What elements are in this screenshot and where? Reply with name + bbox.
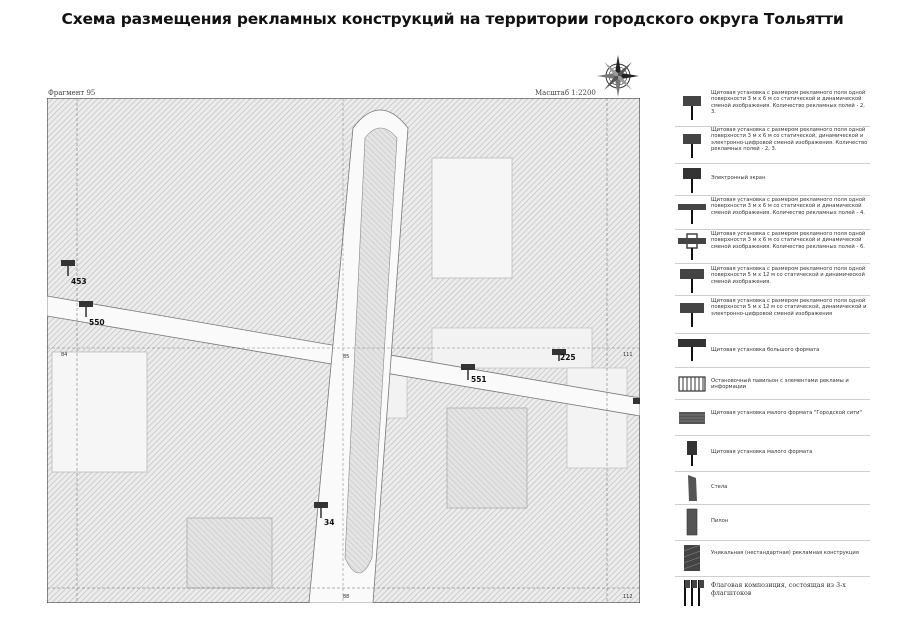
unique-construction-icon [683,544,701,571]
large-format-shield-icon [678,339,706,361]
building-block [431,157,513,279]
legend-text: Пилон [711,518,729,524]
marker-34[interactable]: 34 [314,502,334,527]
legend-text: Щитовая установка с размером рекламного … [711,90,866,115]
legend-item: Щитовая установка с размером рекламного … [675,195,870,230]
legend-item: Стела [675,471,870,505]
legend-item: Электронный экран [675,163,870,196]
marker-225[interactable]: 225 [552,349,576,362]
legend-item: Флаговая композиция, состоящая из 3-х фл… [675,576,870,608]
legend-text: Уникальная (нестандартная) рекламная кон… [711,550,859,556]
shield-4-fields-icon [678,204,706,224]
legend-text: Щитовая установка с размером рекламного … [711,127,868,152]
legend-item: Щитовая установка с размером рекламного … [675,88,870,127]
flag-composition-icon [684,580,704,606]
legend-item: Щитовая установка большого формата [675,333,870,368]
legend-text: Щитовая установка с размером рекламного … [711,197,866,216]
legend-item: Щитовая установка малого формата "Городс… [675,399,870,436]
quarter-label-84: 84 [61,352,67,358]
marker-551[interactable]: 551 [461,364,487,384]
legend-item: Остановочный павильон с элементами рекла… [675,367,870,400]
quarter-label-112: 112 [623,594,633,600]
legend-text: Стела [711,484,728,490]
legend-text: Щитовая установка с размером рекламного … [711,298,867,317]
svg-text:550: 550 [89,318,105,327]
legend-text: Флаговая композиция, состоящая из 3-х фл… [711,582,846,597]
shield-5x12-static-icon [680,269,704,293]
marker-edge[interactable] [633,398,640,404]
pavilion-icon [678,376,706,392]
svg-text:453: 453 [71,277,87,286]
legend-text: Щитовая установка большого формата [711,347,820,353]
shield-3x6-static-dynamic-icon [683,96,701,120]
svg-text:551: 551 [471,375,487,384]
legend-item: Щитовая установка с размером рекламного … [675,229,870,264]
legend-text: Щитовая установка малого формата "Городс… [711,410,862,416]
legend-text: Остановочный павильон с элементами рекла… [711,378,849,391]
building-block [51,351,148,473]
legend-text: Щитовая установка малого формата [711,449,813,455]
legend-item: Пилон [675,504,870,541]
building-block [186,517,273,589]
marker-453[interactable]: 453 [61,260,87,286]
legend-item: Щитовая установка малого формата [675,435,870,472]
pylon-icon [686,508,698,536]
svg-text:34: 34 [324,518,334,527]
svg-text:225: 225 [560,353,576,362]
small-format-shield-icon [687,441,697,466]
building-block [566,367,628,469]
building-block [446,407,528,509]
legend-text: Электронный экран [711,175,766,181]
legend-text: Щитовая установка с размером рекламного … [711,231,866,250]
city-format-shield-icon [679,412,705,424]
legend-item: Щитовая установка с размером рекламного … [675,126,870,164]
compass-rose-icon [597,55,639,97]
quarter-label-85: 85 [343,354,349,360]
marker-550[interactable]: 550 [79,301,105,327]
legend-text: Щитовая установка с размером рекламного … [711,266,866,285]
shield-3x6-digital-icon [683,134,701,158]
map-fragment[interactable]: 84 85 111 88 112 453 550 551 225 34 [47,98,640,603]
legend-item: Щитовая установка с размером рекламного … [675,295,870,334]
scale-label: Масштаб 1:2200 [535,89,596,97]
legend-item: Щитовая установка с размером рекламного … [675,263,870,296]
shield-6-fields-icon [678,233,706,260]
electronic-screen-icon [683,168,701,193]
fragment-label: Фрагмент 95 [48,89,96,97]
road-median [344,127,398,574]
quarter-label-111: 111 [623,352,633,358]
page-title: Схема размещения рекламных конструкций н… [61,10,844,28]
stele-icon [688,475,697,501]
shield-5x12-digital-icon [680,303,704,327]
legend-item: Уникальная (нестандартная) рекламная кон… [675,540,870,577]
quarter-label-88: 88 [343,594,349,600]
